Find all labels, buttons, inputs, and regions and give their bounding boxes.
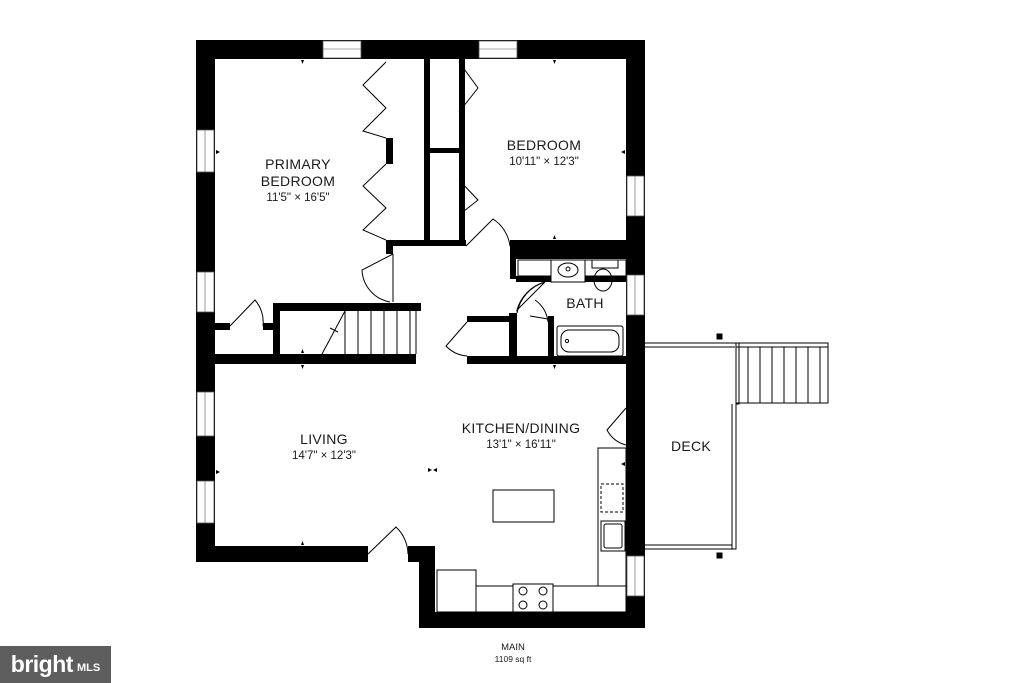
watermark-brand: bright bbox=[10, 651, 74, 677]
floor-area: 1109 sq ft bbox=[495, 654, 532, 664]
dimension-ticks bbox=[216, 60, 625, 545]
kitchen-dining-dims: 13'1" × 16'11" bbox=[486, 439, 556, 451]
kitchen-dining-label: KITCHEN/DINING bbox=[462, 420, 581, 436]
interior-stairs bbox=[321, 310, 417, 355]
bath-fixtures bbox=[517, 259, 627, 357]
floor-name: MAIN bbox=[501, 642, 525, 653]
window-lines bbox=[204, 48, 636, 596]
living-dims: 14'7" × 12'3" bbox=[292, 450, 356, 462]
bath-label: BATH bbox=[566, 295, 604, 311]
watermark-suffix: MLS bbox=[76, 661, 101, 674]
bedroom-label: BEDROOM bbox=[507, 137, 581, 153]
deck-label: DECK bbox=[671, 438, 711, 454]
room-labels: PRIMARY BEDROOM 11'5" × 16'5" BEDROOM 10… bbox=[261, 137, 711, 664]
primary-bedroom-label-1: PRIMARY bbox=[265, 156, 331, 172]
deck bbox=[645, 333, 829, 559]
primary-bedroom-dims: 11'5" × 16'5" bbox=[266, 192, 329, 204]
bright-mls-watermark: bright MLS bbox=[0, 646, 111, 683]
closet-doors bbox=[362, 61, 479, 241]
kitchen-fixtures bbox=[436, 447, 627, 613]
living-label: LIVING bbox=[300, 431, 348, 447]
bedroom-dims: 10'11" × 12'3" bbox=[509, 156, 579, 168]
door-swings bbox=[229, 218, 627, 555]
windows bbox=[196, 40, 645, 597]
exterior-walls bbox=[196, 40, 645, 628]
primary-bedroom-label-2: BEDROOM bbox=[261, 173, 335, 189]
interior-walls bbox=[215, 59, 626, 364]
